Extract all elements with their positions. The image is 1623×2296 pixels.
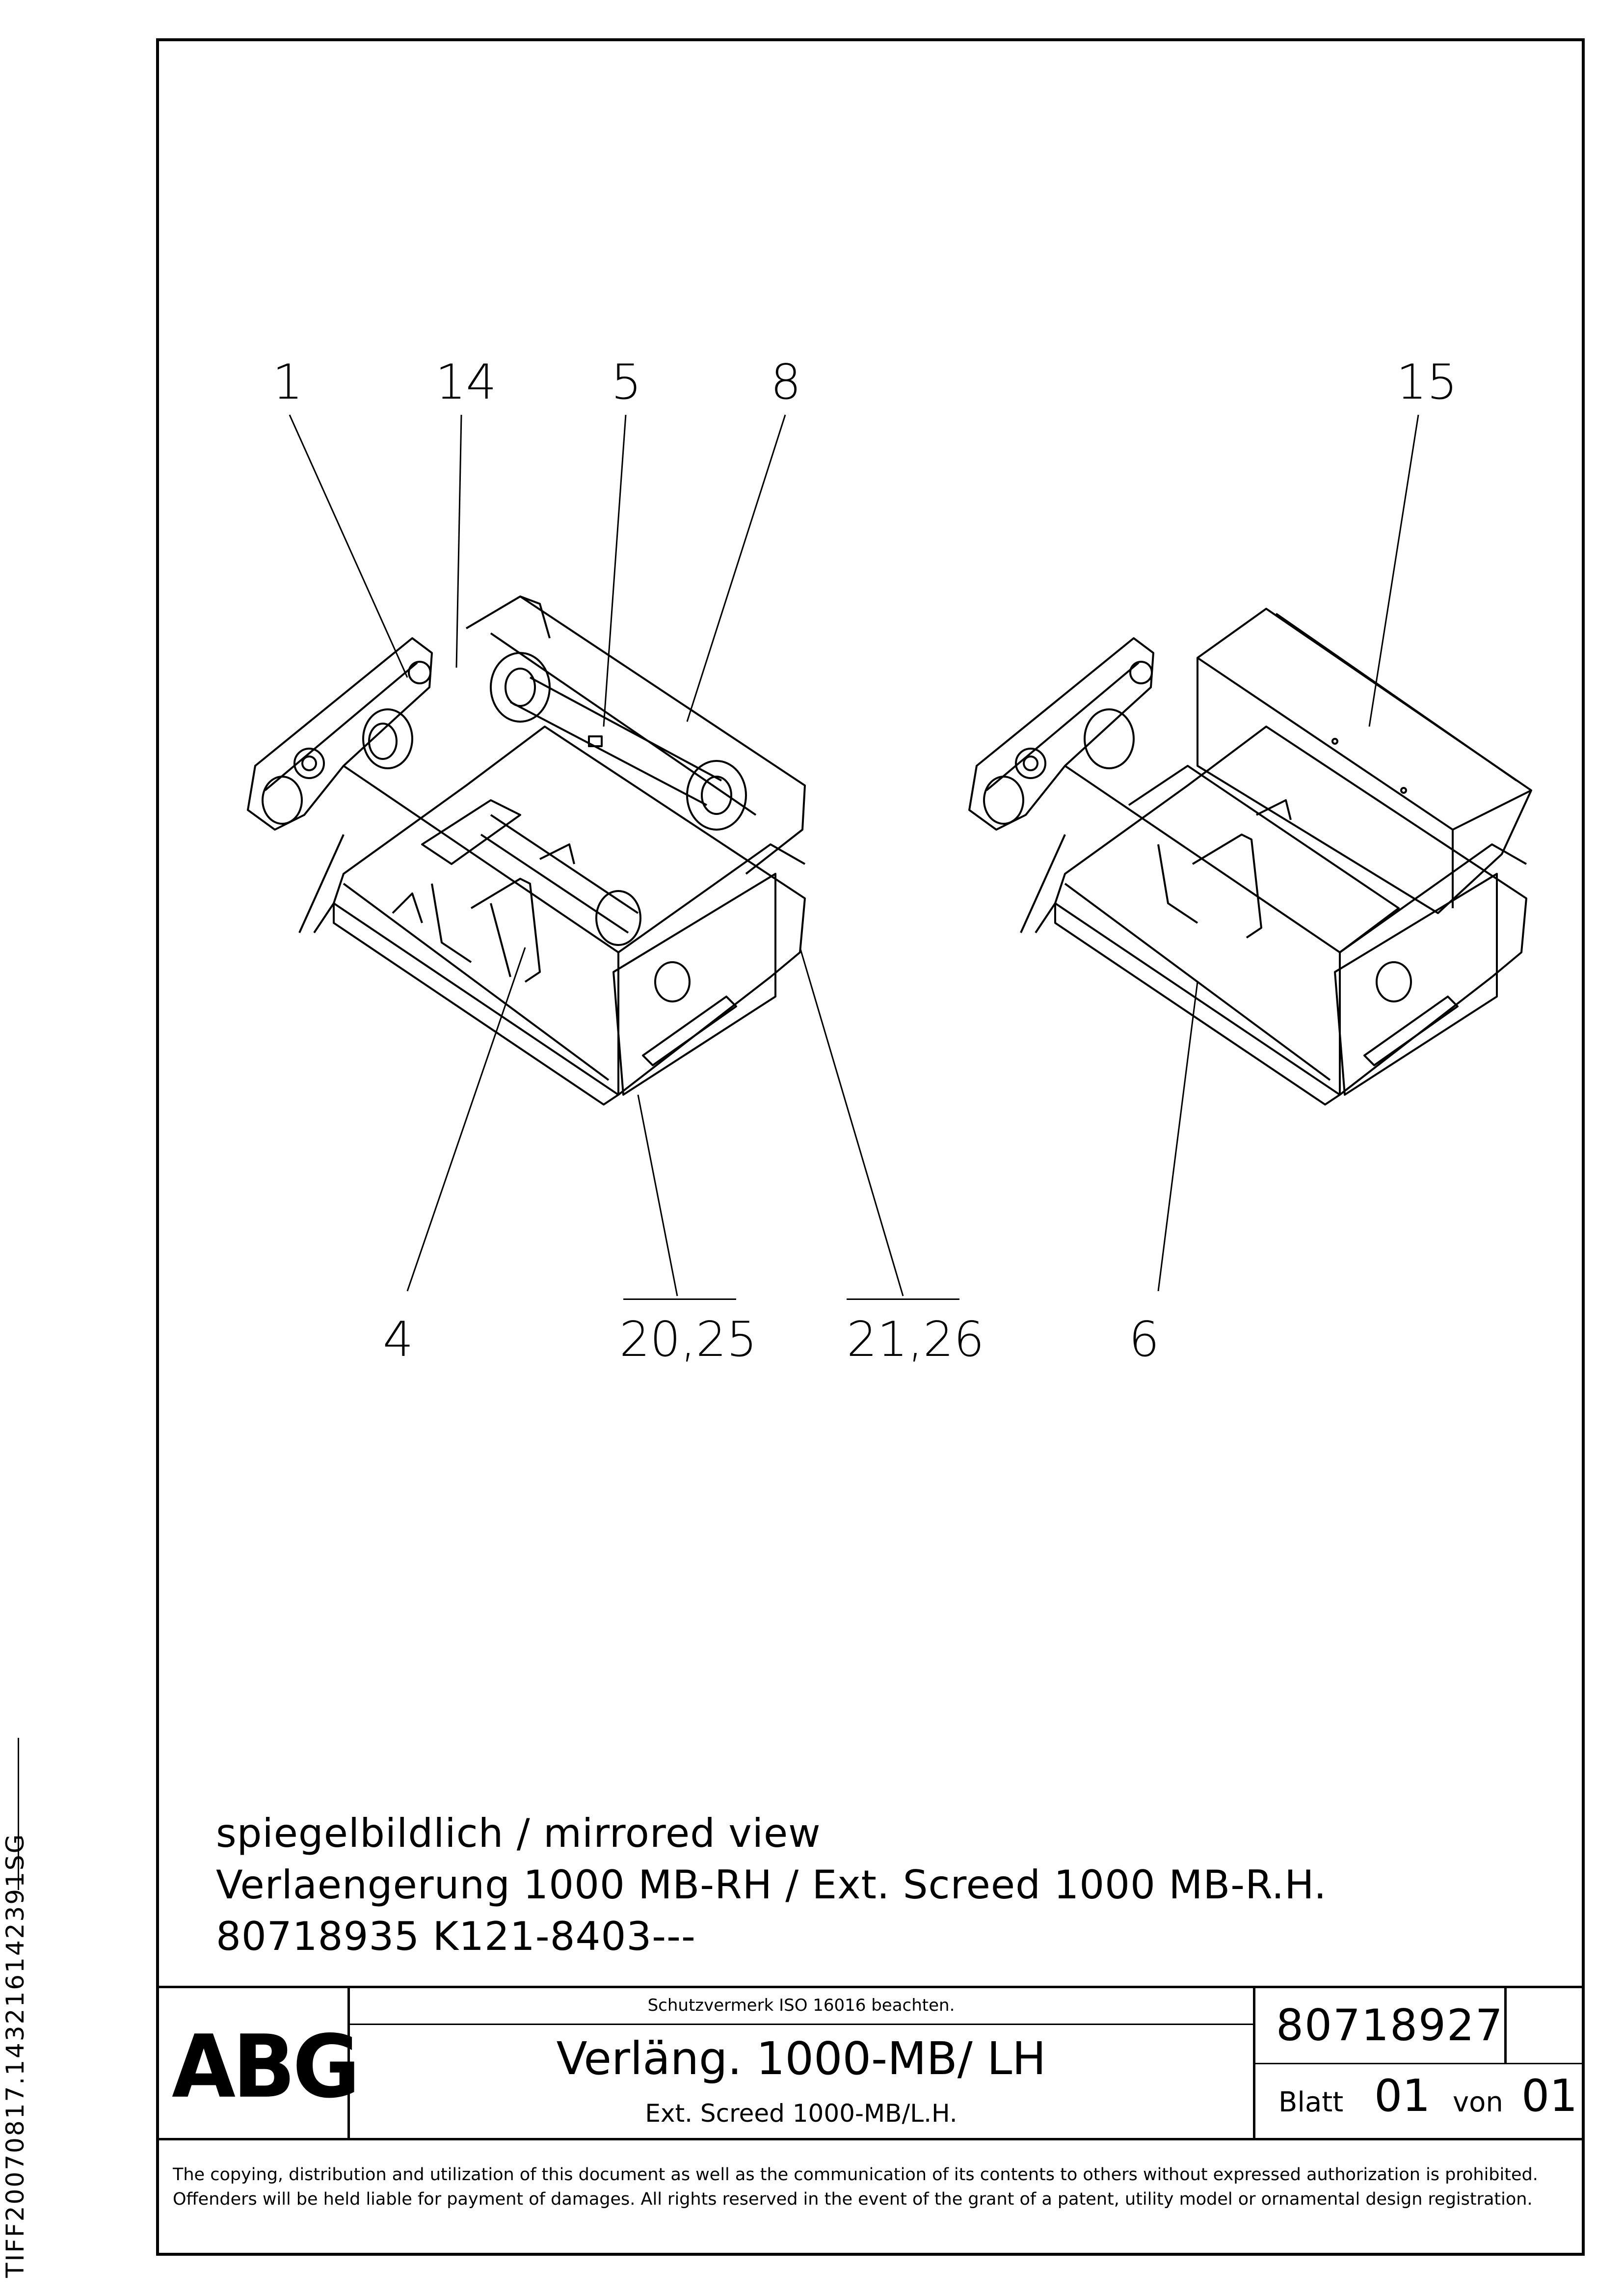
callout-20-25: 20,25 [619,1312,757,1368]
drawing-number: 80718927 [1276,2000,1504,2051]
drawing-subtitle: Ext. Screed 1000-MB/L.H. [645,2099,958,2128]
right-assembly-illustration [968,608,1532,1106]
titleblock-revision-divider [1504,1986,1507,2064]
left-assembly-illustration [247,595,806,1106]
copyright-notice: The copying, distribution and utilizatio… [173,2165,1538,2209]
titleblock-top-border [156,1986,1585,1988]
titleblock-logo-divider [347,1986,350,2138]
drawing-title: Verläng. 1000-MB/ LH [556,2032,1046,2085]
callout-1: 1 [272,354,303,410]
drawing-frame [156,38,1585,2256]
protection-notice: Schutzvermerk ISO 16016 beachten. [647,1996,955,2015]
sheet-number: 01 [1374,2070,1431,2122]
titleblock-number-divider [1253,1986,1255,2138]
of-label: von [1453,2086,1503,2118]
note-mirrored-view: spiegelbildlich / mirrored view [216,1810,821,1856]
side-margin-line [18,1738,19,1890]
abg-logo: ABG [172,2016,360,2117]
callout-6: 6 [1129,1312,1160,1368]
callout-15: 15 [1396,354,1458,410]
sheet-total: 01 [1521,2070,1578,2122]
titleblock-sheet-line [1254,2063,1585,2064]
note-extension-rh: Verlaengerung 1000 MB-RH / Ext. Screed 1… [216,1862,1327,1908]
sheet-label: Blatt [1278,2086,1344,2118]
callout-20-25-bar [623,1298,736,1300]
note-part-number: 80718935 K121-8403--- [216,1914,696,1959]
callout-5: 5 [611,354,642,410]
callout-8: 8 [771,354,801,410]
titleblock-notice-line [348,2024,1254,2025]
callout-21-26-bar [847,1298,959,1300]
callout-4: 4 [383,1312,414,1368]
callout-14: 14 [435,354,497,410]
titleblock-bottom-border [156,2138,1585,2140]
callout-21-26: 21,26 [847,1312,984,1368]
